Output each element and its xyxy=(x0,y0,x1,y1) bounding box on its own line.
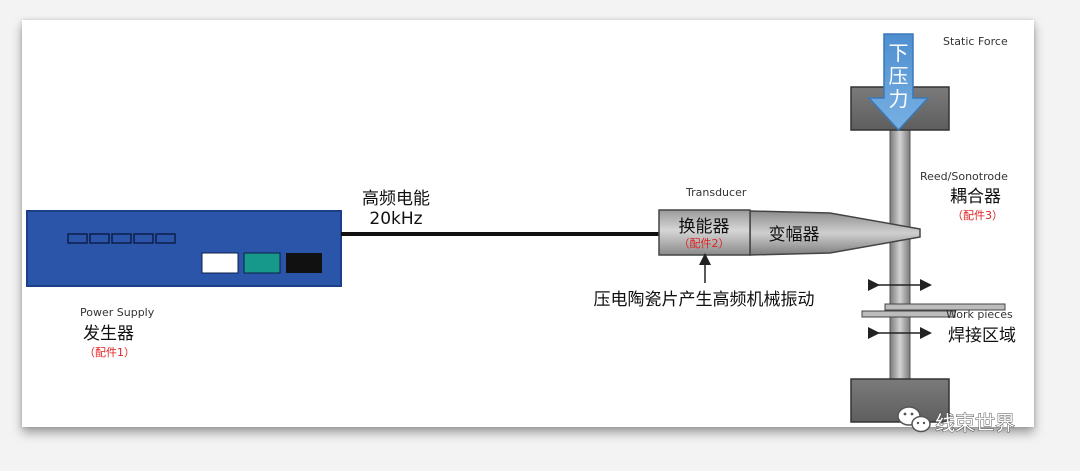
piezo-note: 压电陶瓷片产生高频机械振动 xyxy=(594,290,815,310)
power-supply-unit xyxy=(26,210,342,287)
sonotrode-column xyxy=(889,115,911,387)
watermark-text: 线束世界 xyxy=(935,411,1015,435)
wechat-icon xyxy=(897,406,931,433)
generator-label: 发生器 xyxy=(83,324,134,344)
transducer-part-label: （配件2） xyxy=(679,237,730,250)
force-arrow-char-2: 压 xyxy=(889,64,909,88)
transducer-label: 换能器 xyxy=(679,217,730,237)
static-force-label: Static Force xyxy=(943,35,1008,48)
welding-zone-label: 焊接区域 xyxy=(948,326,1016,346)
booster-label: 变幅器 xyxy=(769,225,820,245)
force-arrow-char-3: 力 xyxy=(889,87,909,111)
work-pieces xyxy=(861,303,1006,318)
static-force-arrow xyxy=(867,33,930,132)
work-pieces-label: Work pieces xyxy=(946,308,1013,321)
power-supply-label-en: Power Supply xyxy=(80,306,155,319)
frequency-label: 20kHz xyxy=(369,209,422,229)
teal-indicator xyxy=(243,252,281,274)
generator-part-label: （配件1） xyxy=(84,346,135,359)
transducer-label-en: Transducer xyxy=(685,186,747,199)
black-indicator xyxy=(286,253,322,273)
coupler-label: 耦合器 xyxy=(950,187,1001,207)
watermark: 线束世界 xyxy=(897,406,1015,435)
signal-label: 高频电能 xyxy=(362,189,430,209)
white-indicator xyxy=(201,252,239,274)
sonotrode-label-en: Reed/Sonotrode xyxy=(920,170,1008,183)
coupler-part-label: （配件3） xyxy=(952,209,1003,222)
display-segments xyxy=(67,233,176,244)
force-arrow-char-1: 下 xyxy=(889,41,909,65)
